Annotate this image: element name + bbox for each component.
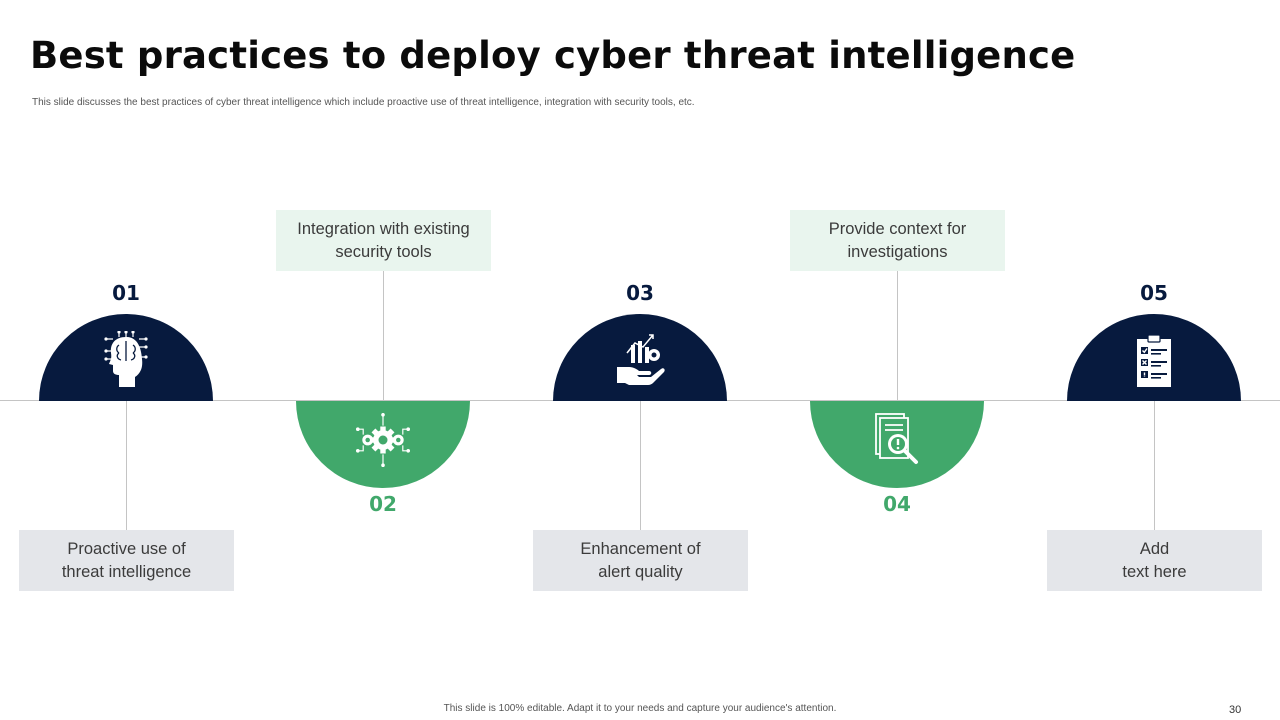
connector-line-01 — [126, 401, 127, 530]
slide-subtitle: This slide discusses the best practices … — [32, 97, 695, 108]
page-number: 30 — [1229, 704, 1242, 716]
step-number-04: 04 — [883, 492, 911, 516]
slide-footer: This slide is 100% editable. Adapt it to… — [443, 703, 837, 714]
connector-line-05 — [1154, 401, 1155, 530]
step-semicircle-03 — [553, 314, 727, 401]
step-label-05: Add text here — [1047, 530, 1262, 591]
step-semicircle-05 — [1067, 314, 1241, 401]
gears-network-icon — [356, 412, 410, 467]
slide-title: Best practices to deploy cyber threat in… — [30, 34, 1076, 77]
connector-line-03 — [640, 401, 641, 530]
connector-line-04 — [897, 271, 898, 400]
step-semicircle-04 — [810, 401, 984, 488]
step-number-03: 03 — [626, 281, 654, 305]
connector-line-02 — [383, 271, 384, 400]
step-semicircle-01 — [39, 314, 213, 401]
brain-head-icon — [104, 330, 148, 387]
step-label-02: Integration with existing security tools — [276, 210, 491, 271]
step-label-03: Enhancement of alert quality — [533, 530, 748, 591]
document-magnifier-icon — [875, 412, 918, 464]
step-number-02: 02 — [369, 492, 397, 516]
step-label-04: Provide context for investigations — [790, 210, 1005, 271]
checklist-clipboard-icon — [1137, 333, 1171, 387]
step-number-05: 05 — [1140, 281, 1168, 305]
step-number-01: 01 — [112, 281, 140, 305]
step-semicircle-02 — [296, 401, 470, 488]
step-label-01: Proactive use of threat intelligence — [19, 530, 234, 591]
hand-chart-icon — [617, 333, 665, 385]
